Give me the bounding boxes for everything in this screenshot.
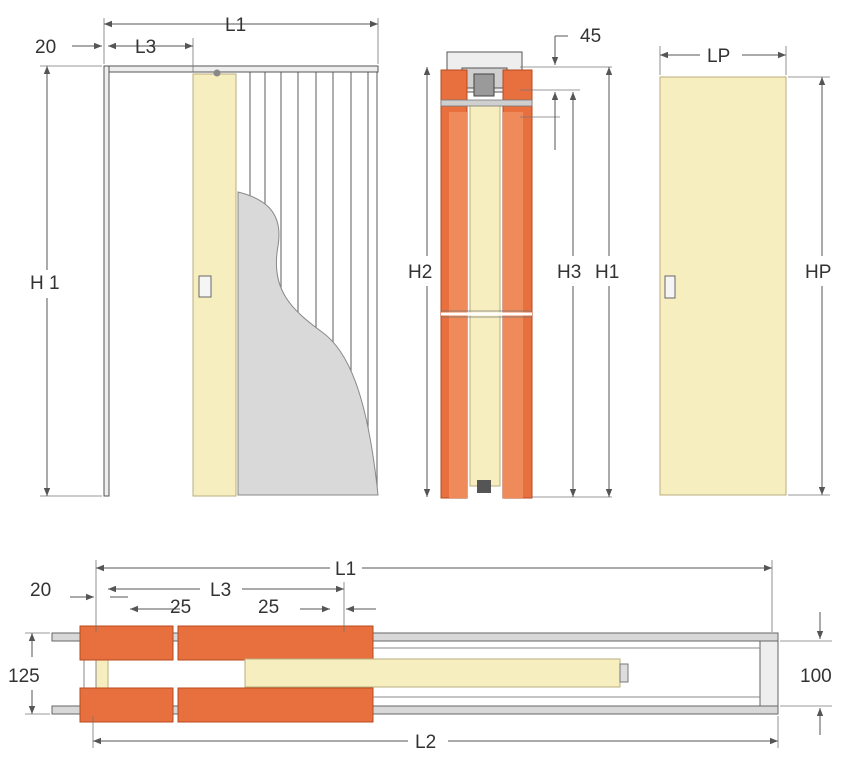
plan-top-sheet: [51, 632, 779, 642]
door-view: LP HP: [659, 46, 831, 496]
top-rail: [103, 65, 379, 73]
section-top-label: 45: [580, 26, 601, 47]
plaster-cutaway: [237, 191, 379, 496]
front-jamb: [103, 65, 110, 497]
plan-l2-label: L2: [415, 732, 436, 753]
door-lp-label: LP: [707, 46, 730, 67]
left-stud-inner: [449, 112, 467, 498]
side-l3-label: L3: [135, 37, 156, 58]
door-panel-handle[interactable]: [664, 275, 676, 299]
section-view: 45 H2 H3 H1: [408, 26, 619, 499]
side-view: L1 L3 20 H 1: [30, 15, 379, 497]
side-gap-label: 20: [35, 37, 56, 58]
plan-l1-label: L1: [335, 559, 356, 580]
trolley: [473, 73, 495, 97]
plan-view: L1 L3 20 25 25 125 100 L2: [8, 559, 832, 753]
right-stud-inner: [503, 112, 523, 498]
plan-inset-right-label: 25: [258, 597, 279, 618]
section-h3-label: H3: [557, 262, 581, 283]
plan-gap-label: 20: [30, 580, 51, 601]
side-h1-label: H 1: [30, 273, 60, 294]
floor-guide: [477, 480, 491, 493]
door-panel: [659, 76, 787, 496]
plan-end-cap: [759, 640, 779, 707]
plan-depth-outer-label: 125: [8, 666, 40, 687]
plan-l3-label: L3: [210, 580, 231, 601]
plan-bottom-sheet: [51, 705, 779, 715]
plan-timber-bottom-right: [177, 687, 374, 723]
hanger-wheel: [213, 69, 221, 77]
cassette-lattice: [249, 66, 378, 492]
section-h1-label: H1: [595, 262, 619, 283]
door-hp-label: HP: [805, 262, 831, 283]
plan-timber-bottom-left: [79, 687, 174, 723]
plan-inset-left-label: 25: [170, 597, 191, 618]
section-door-leaf: [469, 103, 501, 487]
door-handle[interactable]: [198, 275, 212, 298]
plan-timber-top-left: [79, 625, 174, 661]
side-l1-label: L1: [225, 15, 246, 36]
plan-door-leaf: [244, 658, 621, 688]
section-h2-label: H2: [408, 262, 432, 283]
plan-depth-inner-label: 100: [800, 666, 832, 687]
